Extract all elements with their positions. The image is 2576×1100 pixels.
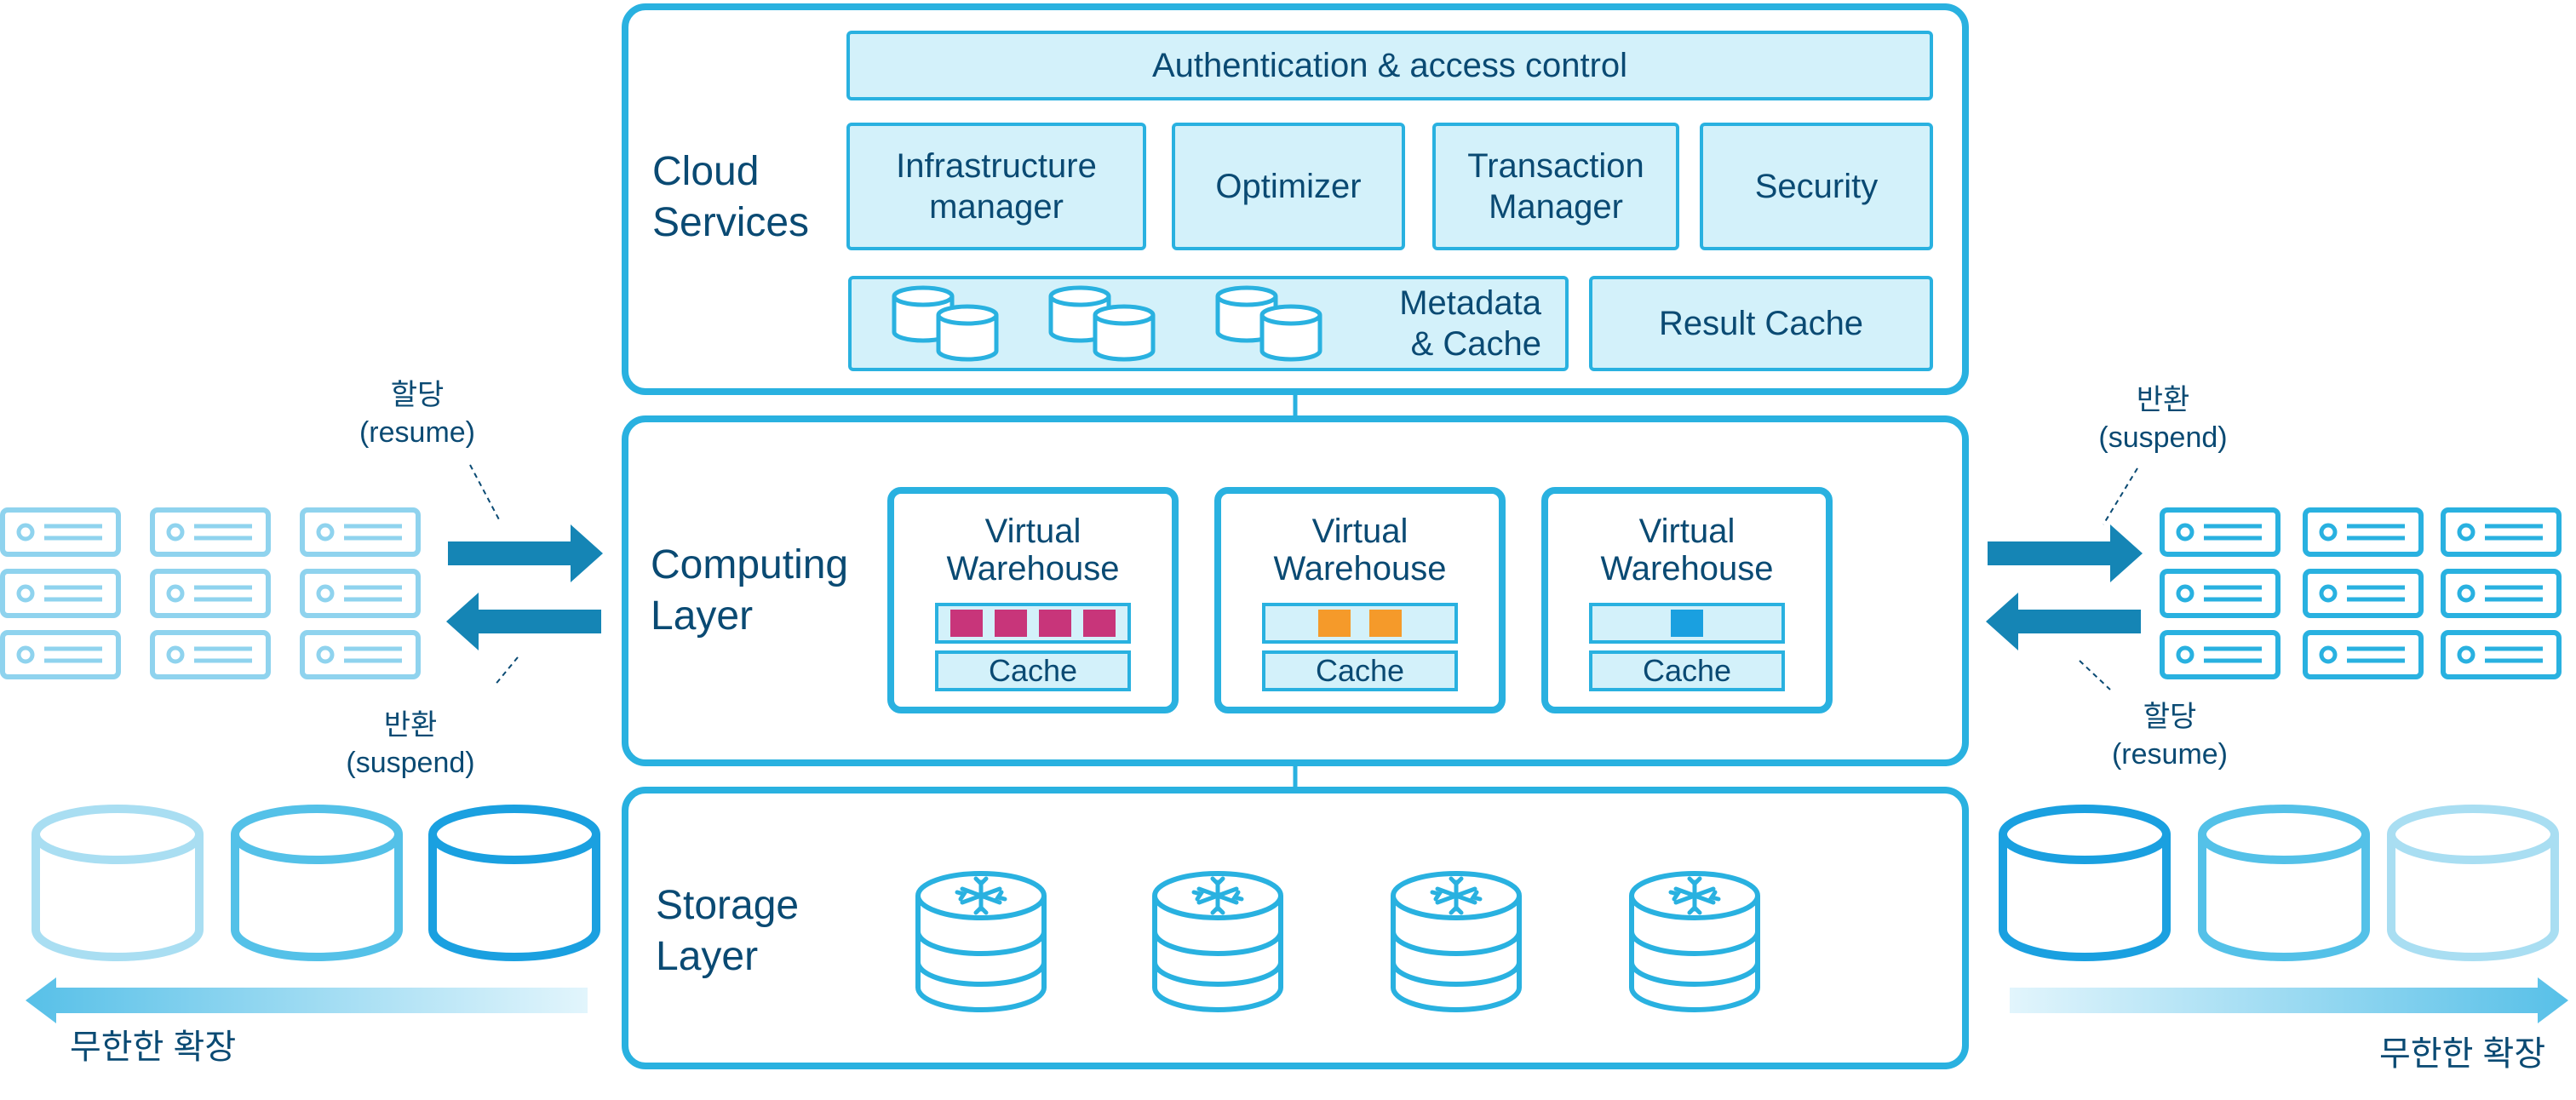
- server-icon: [2162, 633, 2278, 677]
- computing-layer-label: Computing Layer: [651, 542, 849, 639]
- database-icon: [2198, 805, 2370, 961]
- left-release-label: 반환 (suspend): [346, 709, 475, 779]
- right-allocate-label: 할당 (resume): [2111, 701, 2229, 771]
- compute-node: [950, 610, 983, 637]
- server-icon: [2305, 571, 2421, 616]
- vw-compute-bar: [1262, 603, 1458, 644]
- compute-node: [1671, 610, 1703, 637]
- server-icon: [152, 633, 268, 677]
- left-arrows: [446, 464, 603, 687]
- vw-title-line2: Warehouse: [946, 550, 1120, 587]
- database-icon: [32, 805, 204, 961]
- left-allocate-label: 할당 (resume): [359, 379, 476, 449]
- vw-title-line1: Virtual: [984, 513, 1081, 550]
- server-icon: [2443, 571, 2559, 616]
- compute-node: [1039, 610, 1071, 637]
- right-release-label: 반환 (suspend): [2098, 384, 2228, 454]
- vw-cache: Cache: [935, 650, 1131, 691]
- server-icon: [302, 571, 418, 616]
- arrow-right-icon: [448, 524, 603, 582]
- server-icon: [152, 571, 268, 616]
- storage-layer-label: Storage Layer: [656, 883, 800, 979]
- server-icon: [302, 633, 418, 677]
- server-icon: [2162, 510, 2278, 554]
- vw-compute-bar: [935, 603, 1131, 644]
- server-icon: [302, 510, 418, 554]
- metadata-db-icons: [892, 285, 1322, 362]
- snowflake-disk-icon: [1393, 874, 1519, 1010]
- server-icon: [2305, 510, 2421, 554]
- vw-title-line1: Virtual: [1311, 513, 1408, 550]
- cloud-services-label: Cloud Services: [652, 149, 810, 245]
- vw-compute-bar: [1589, 603, 1785, 644]
- left-server-grid: [0, 507, 426, 681]
- arrow-left-icon: [1986, 593, 2141, 650]
- server-icon: [152, 510, 268, 554]
- database-icon: [428, 805, 600, 961]
- compute-node: [1083, 610, 1116, 637]
- database-icon: [231, 805, 403, 961]
- snowflake-disk-icon: [1155, 874, 1281, 1010]
- right-server-grid: [2160, 507, 2568, 681]
- arrow-right-icon: [1988, 524, 2143, 582]
- arrow-left-icon: [446, 593, 601, 650]
- server-icon: [3, 510, 118, 554]
- compute-node: [1318, 610, 1351, 637]
- database-icon: [2387, 805, 2559, 961]
- left-scale-arrow: [26, 977, 588, 1023]
- vw-title-line2: Warehouse: [1600, 550, 1774, 587]
- vw-cache: Cache: [1589, 650, 1785, 691]
- server-icon: [3, 633, 118, 677]
- database-icon: [1215, 285, 1322, 362]
- server-icon: [2443, 510, 2559, 554]
- compute-node: [1369, 610, 1402, 637]
- server-icon: [2443, 633, 2559, 677]
- vw-title-line1: Virtual: [1638, 513, 1736, 550]
- server-icon: [2162, 571, 2278, 616]
- snowflake-disk-icon: [918, 874, 1044, 1010]
- server-icon: [2305, 633, 2421, 677]
- compute-node: [995, 610, 1027, 637]
- server-icon: [3, 571, 118, 616]
- optimizer-box: Optimizer: [1172, 123, 1405, 250]
- right-storage-cylinders: [1999, 805, 2559, 961]
- database-icon: [892, 285, 999, 362]
- left-infinite-scale-label: 무한한 확장: [70, 1028, 237, 1066]
- right-scale-arrow: [2010, 977, 2568, 1023]
- auth-access-control-box: Authentication & access control: [846, 31, 1933, 100]
- storage-disks: [911, 860, 1831, 1027]
- result-cache-box: Result Cache: [1589, 276, 1933, 371]
- security-box: Security: [1700, 123, 1933, 250]
- database-icon: [1999, 805, 2171, 961]
- left-storage-cylinders: [32, 805, 600, 961]
- vw-title-line2: Warehouse: [1273, 550, 1447, 587]
- database-icon: [1048, 285, 1156, 362]
- snowflake-disk-icon: [1632, 874, 1758, 1010]
- vw-cache: Cache: [1262, 650, 1458, 691]
- right-infinite-scale-label: 무한한 확장: [2379, 1035, 2546, 1073]
- right-arrows: [1986, 467, 2143, 690]
